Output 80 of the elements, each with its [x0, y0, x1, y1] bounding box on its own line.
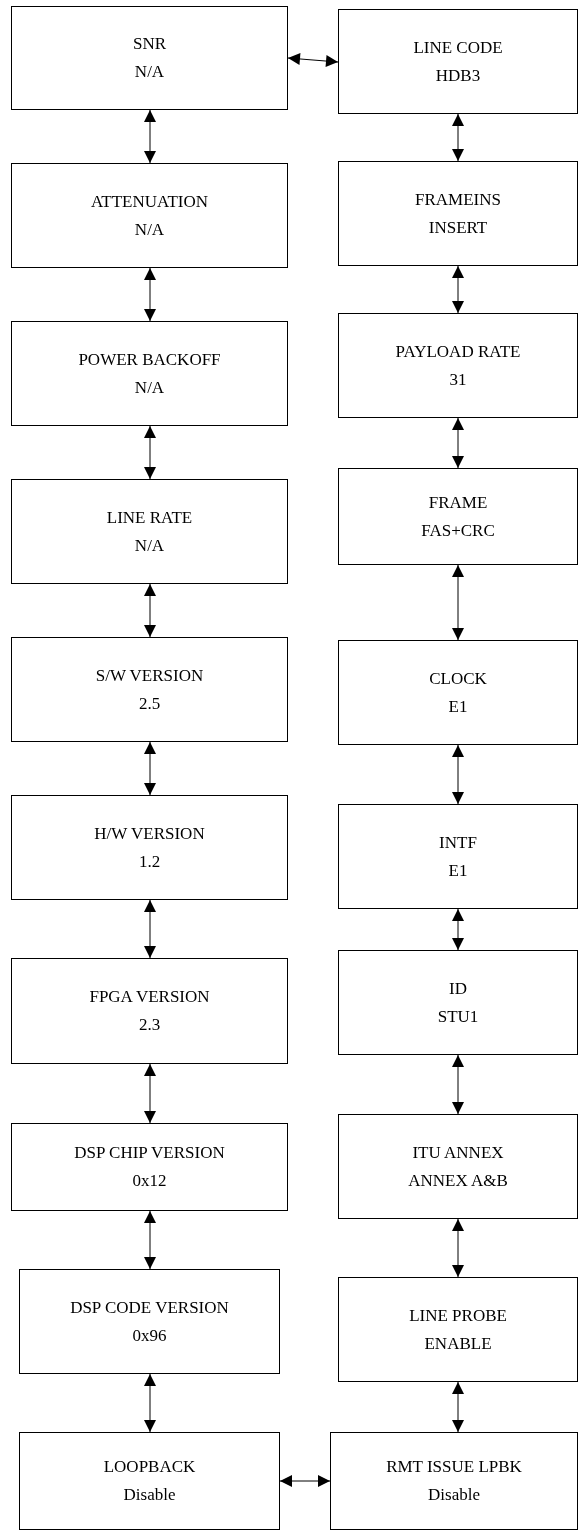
double-arrow: [452, 1381, 464, 1433]
setting-value: HDB3: [435, 64, 481, 87]
setting-box: [11, 321, 288, 426]
setting-value: 0x12: [132, 1170, 167, 1192]
double-arrow: [452, 1054, 464, 1115]
setting-value: 2.5: [138, 692, 161, 715]
double-arrow: [144, 425, 156, 480]
setting-name: SNR: [132, 33, 167, 55]
setting-name: CLOCK: [429, 667, 487, 690]
double-arrow: [144, 899, 156, 959]
setting-box: [338, 9, 578, 114]
setting-box: [338, 313, 578, 418]
double-arrow: [452, 113, 464, 162]
double-arrow: [452, 908, 464, 951]
double-arrow: [452, 265, 464, 314]
setting-name: LINE CODE: [413, 36, 503, 59]
setting-box: [338, 640, 578, 745]
setting-name: PAYLOAD RATE: [395, 340, 521, 363]
setting-name: DSP CODE VERSION: [70, 1296, 229, 1319]
double-arrow: [144, 1063, 156, 1124]
setting-value: E1: [448, 859, 468, 882]
setting-value: E1: [448, 695, 468, 718]
setting-name: ATTENUATION: [90, 190, 209, 213]
setting-value: N/A: [134, 61, 165, 83]
setting-value: Disable: [123, 1484, 176, 1506]
setting-box: [19, 1432, 280, 1530]
setting-name: S/W VERSION: [95, 664, 204, 687]
setting-box: [11, 637, 288, 742]
setting-value: ANNEX A&B: [408, 1169, 508, 1192]
double-arrow: [144, 109, 156, 164]
setting-name: H/W VERSION: [94, 822, 205, 845]
double-arrow: [452, 564, 464, 641]
setting-name: INTF: [439, 831, 477, 854]
double-arrow: [287, 53, 339, 67]
double-arrow: [144, 741, 156, 796]
setting-box: [11, 1123, 288, 1211]
setting-name: FPGA VERSION: [89, 986, 210, 1008]
setting-value: STU1: [437, 1005, 479, 1028]
double-arrow: [144, 267, 156, 322]
setting-name: ID: [449, 977, 467, 1000]
setting-name: LINE PROBE: [409, 1304, 507, 1327]
setting-box: [338, 1114, 578, 1219]
double-arrow: [279, 1475, 331, 1487]
setting-value: N/A: [134, 218, 165, 241]
double-arrow: [452, 417, 464, 469]
setting-box: [338, 804, 578, 909]
setting-value: 31: [449, 368, 467, 391]
setting-name: RMT ISSUE LPBK: [386, 1456, 522, 1478]
setting-box: [11, 795, 288, 900]
setting-box: [338, 1277, 578, 1382]
setting-value: INSERT: [428, 216, 488, 239]
setting-value: 1.2: [138, 850, 161, 873]
setting-box: [330, 1432, 578, 1530]
setting-box: [11, 958, 288, 1064]
double-arrow: [452, 1218, 464, 1278]
setting-box: [338, 161, 578, 266]
setting-value: ENABLE: [424, 1332, 492, 1355]
double-arrow: [144, 1373, 156, 1433]
setting-name: FRAME: [428, 491, 488, 514]
double-arrow: [452, 744, 464, 805]
setting-name: DSP CHIP VERSION: [74, 1142, 225, 1164]
setting-value: 0x96: [132, 1324, 167, 1347]
setting-box: [338, 950, 578, 1055]
setting-box: [11, 479, 288, 584]
double-arrow: [144, 1210, 156, 1270]
setting-value: N/A: [134, 376, 165, 399]
setting-name: ITU ANNEX: [412, 1141, 504, 1164]
setting-value: 2.3: [138, 1014, 161, 1036]
setting-name: LOOPBACK: [103, 1456, 196, 1478]
setting-value: N/A: [134, 534, 165, 557]
setting-name: POWER BACKOFF: [78, 348, 221, 371]
setting-box: [11, 6, 288, 110]
setting-value: FAS+CRC: [421, 519, 495, 542]
setting-name: LINE RATE: [106, 506, 193, 529]
setting-value: Disable: [428, 1484, 480, 1506]
setting-box: [11, 163, 288, 268]
setting-box: [19, 1269, 280, 1374]
setting-box: [338, 468, 578, 565]
setting-name: FRAMEINS: [415, 188, 501, 211]
double-arrow: [144, 583, 156, 638]
